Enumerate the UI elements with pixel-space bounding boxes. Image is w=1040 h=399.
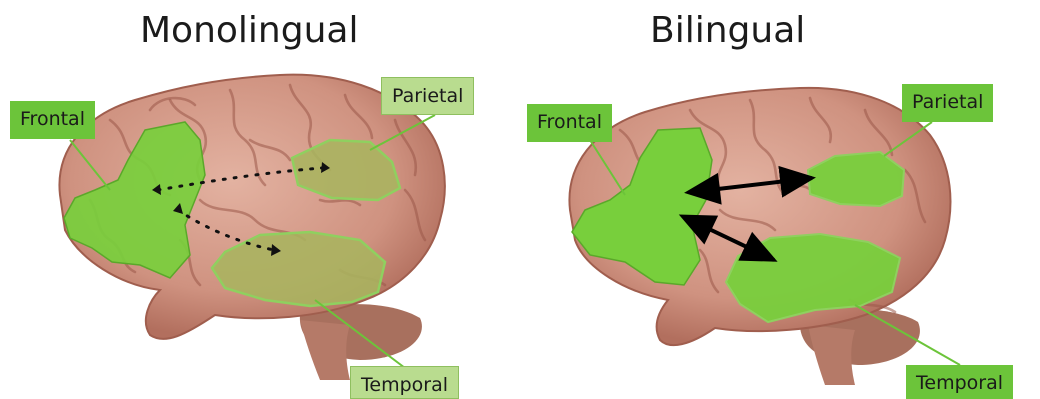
bilingual-title: Bilingual bbox=[650, 10, 805, 51]
monolingual-parietal-label: Parietal bbox=[381, 77, 474, 115]
bilingual-temporal-label: Temporal bbox=[906, 365, 1013, 399]
monolingual-brain bbox=[59, 75, 444, 380]
monolingual-temporal-label: Temporal bbox=[350, 366, 459, 399]
monolingual-title: Monolingual bbox=[140, 10, 358, 51]
bilingual-frontal-label: Frontal bbox=[527, 104, 612, 142]
bilingual-brain bbox=[569, 88, 960, 385]
monolingual-brainstem bbox=[300, 320, 350, 380]
monolingual-frontal-label: Frontal bbox=[10, 101, 95, 139]
bilingual-brainstem bbox=[808, 325, 855, 385]
bilingual-parietal-label: Parietal bbox=[902, 84, 993, 122]
